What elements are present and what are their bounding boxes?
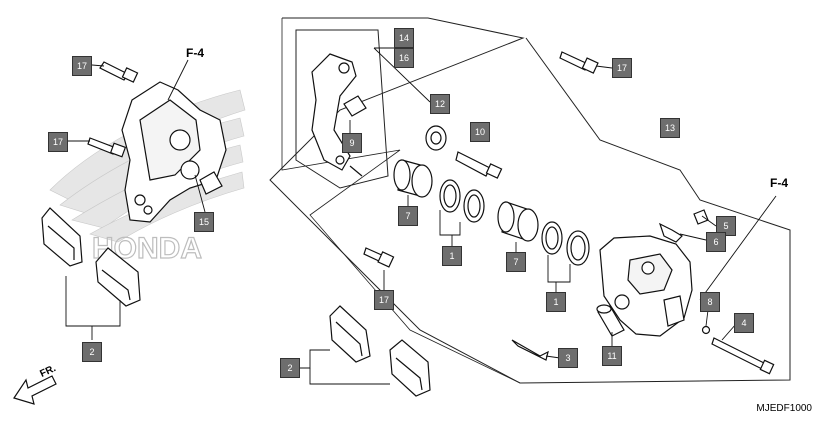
callout-7[interactable]: 7 [506,252,526,272]
callout-15[interactable]: 15 [194,212,214,232]
callout-11[interactable]: 11 [602,346,622,366]
bracket-leaders [349,47,431,138]
left-caliper-drawing [121,81,227,223]
callout-14[interactable]: 14 [394,28,414,48]
callout-17[interactable]: 17 [72,56,92,76]
reference-label-left[interactable]: F-4 [186,46,204,60]
piston-set-1 [393,159,485,223]
callout-17[interactable]: 17 [48,132,68,152]
callout-12[interactable]: 12 [430,94,450,114]
middle-small-parts [425,125,503,179]
piston-leaders [407,195,571,292]
bottom-pads [329,305,431,397]
callout-17[interactable]: 17 [612,58,632,78]
callout-5[interactable]: 5 [716,216,736,236]
bracket-drawing [311,53,367,177]
callout-13[interactable]: 13 [660,118,680,138]
diagram-code: MJEDF1000 [756,403,812,414]
callout-1[interactable]: 1 [546,292,566,312]
bottom-pad-leaders [298,349,390,385]
callout-8[interactable]: 8 [700,292,720,312]
right-caliper-drawing [599,209,709,337]
right-leaders [383,65,777,359]
left-leaders [65,59,206,340]
right-bolts [363,51,599,268]
callout-9[interactable]: 9 [342,133,362,153]
front-arrow [13,375,57,405]
piston-set-2 [497,201,590,266]
callout-17[interactable]: 17 [374,290,394,310]
reference-label-right[interactable]: F-4 [770,176,788,190]
callout-3[interactable]: 3 [558,348,578,368]
left-bolts [87,61,139,158]
bracket-box-outline [295,29,389,189]
assembly-outline-2 [281,18,521,384]
callout-10[interactable]: 10 [470,122,490,142]
callout-1[interactable]: 1 [442,246,462,266]
callout-2[interactable]: 2 [82,342,102,362]
callout-4[interactable]: 4 [734,313,754,333]
callout-2[interactable]: 2 [280,358,300,378]
callout-7[interactable]: 7 [398,206,418,226]
callout-6[interactable]: 6 [706,232,726,252]
left-pads [41,207,141,307]
callout-16[interactable]: 16 [394,48,414,68]
